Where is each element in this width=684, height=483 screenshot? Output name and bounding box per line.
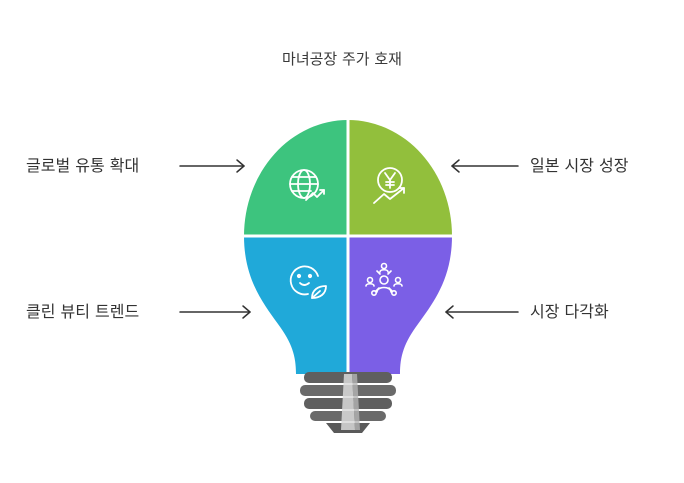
arrow-clean-beauty: [179, 305, 251, 319]
arrow-global-distribution: [179, 159, 245, 173]
label-global-distribution: 글로벌 유통 확대: [26, 156, 140, 175]
diversification-icon: [365, 262, 403, 296]
globe-growth-icon: [289, 169, 325, 201]
yen-growth-icon: [373, 167, 405, 204]
arrow-market-diversification: [445, 305, 519, 319]
quadrant-japan-market: [348, 120, 452, 236]
label-japan-market: 일본 시장 성장: [530, 156, 629, 175]
quadrant-clean-beauty: [244, 236, 348, 374]
diagram-title: 마녀공장 주가 호재: [282, 50, 402, 68]
bulb-base: [300, 372, 396, 433]
clean-beauty-icon: [289, 265, 327, 299]
quadrant-market-diversification: [348, 236, 452, 374]
arrow-japan-market: [451, 159, 519, 173]
label-clean-beauty: 클린 뷰티 트렌드: [26, 302, 140, 321]
label-market-diversification: 시장 다각화: [530, 302, 609, 321]
